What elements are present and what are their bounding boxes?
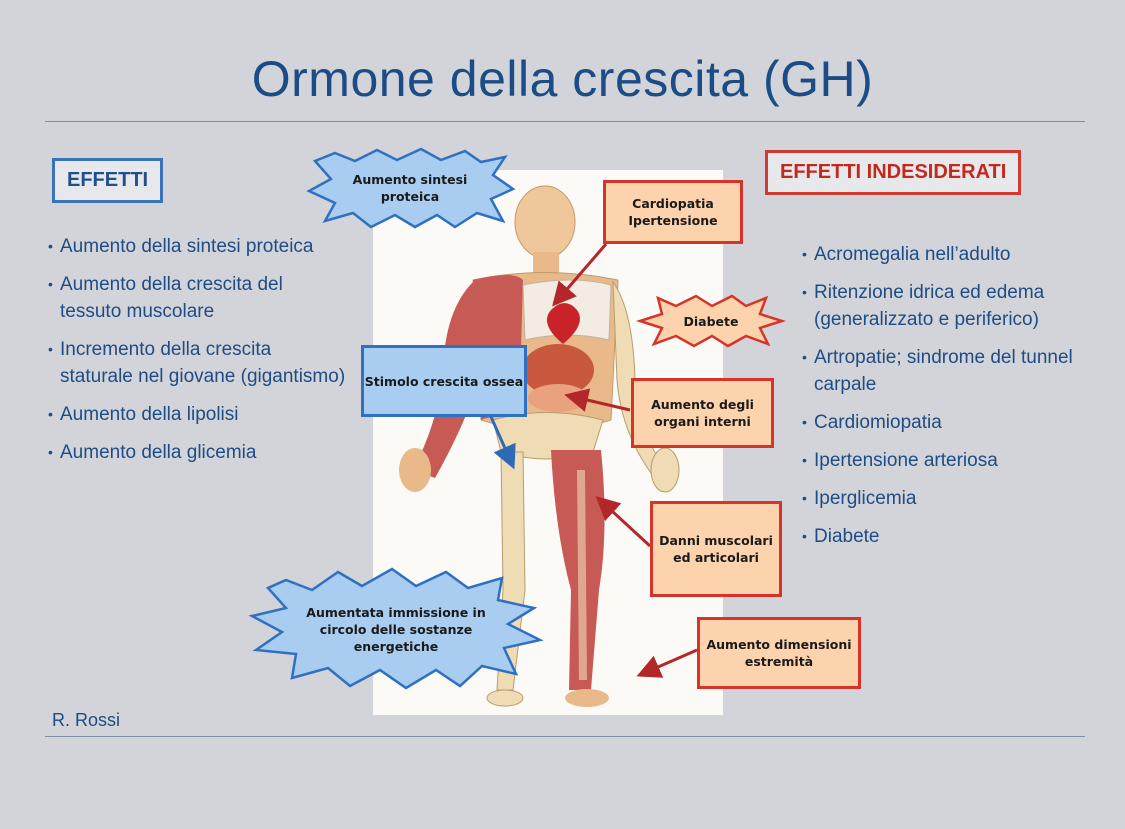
callout-sintesi: Aumento sintesi proteica — [352, 172, 468, 204]
callout-organi: Aumento degli organi interni — [631, 378, 774, 448]
side-effects-header: EFFETTI INDESIDERATI — [765, 150, 1022, 195]
slide-title: Ormone della crescita (GH) — [251, 51, 874, 107]
list-item: Aumento della lipolisi — [48, 401, 348, 428]
list-item: Ipertensione arteriosa — [802, 447, 1112, 474]
callout-stimolo: Stimolo crescita ossea — [361, 345, 527, 417]
list-item: Diabete — [802, 523, 1112, 550]
effects-header: EFFETTI — [52, 158, 164, 203]
list-item: Aumento della sintesi proteica — [48, 233, 348, 260]
callout-estremita: Aumento dimensioni estremità — [697, 617, 861, 689]
diabete-burst-shape — [635, 294, 787, 348]
list-item: Cardiomiopatia — [802, 409, 1112, 436]
list-item: Artropatie; sindrome del tunnel carpale — [802, 344, 1112, 398]
side-effects-list: Acromegalia nell’adulto Ritenzione idric… — [802, 241, 1112, 561]
effects-list: Aumento della sintesi proteica Aumento d… — [48, 233, 348, 477]
callout-danni: Danni muscolari ed articolari — [650, 501, 782, 597]
callout-immissione: Aumentata immissione in circolo delle so… — [306, 604, 486, 654]
callout-diabete: Diabete — [683, 313, 739, 329]
immissione-burst-shape — [248, 567, 544, 690]
list-item: Aumento della glicemia — [48, 439, 348, 466]
callout-cardio: Cardiopatia Ipertensione — [603, 180, 743, 244]
list-item: Incremento della crescita staturale nel … — [48, 336, 348, 390]
list-item: Acromegalia nell’adulto — [802, 241, 1112, 268]
footer-divider — [45, 736, 1085, 737]
author-name: R. Rossi — [52, 710, 121, 730]
list-item: Iperglicemia — [802, 485, 1112, 512]
list-item: Ritenzione idrica ed edema (generalizzat… — [802, 279, 1112, 333]
sintesi-burst-shape — [306, 147, 516, 229]
list-item: Aumento della crescita del tessuto musco… — [48, 271, 348, 325]
title-divider — [45, 121, 1085, 122]
